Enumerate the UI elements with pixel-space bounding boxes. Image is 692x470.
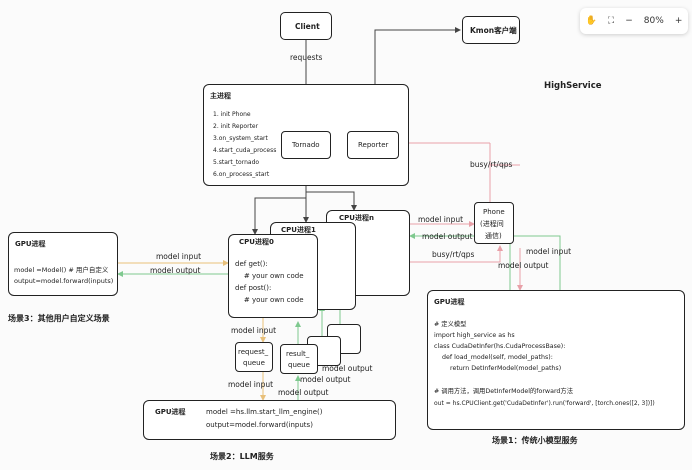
main-step-3: 3.on_system_start bbox=[213, 135, 268, 142]
tornado-node[interactable]: Tornado bbox=[281, 131, 331, 159]
phone-line-1: Phone bbox=[483, 208, 505, 216]
gpu-custom-line-1: model =Model() # 用户自定义 bbox=[14, 266, 109, 274]
scene3-caption: 场景3：其他用户自定义场景 bbox=[8, 314, 110, 323]
client-node[interactable]: Client bbox=[280, 12, 332, 40]
gpu-code-line-7: # 调用方法，调用DetInferModel的forward方法 bbox=[434, 388, 574, 395]
fit-screen-icon[interactable]: ⛶ bbox=[607, 16, 615, 26]
main-step-2: 2. init Reporter bbox=[213, 123, 259, 130]
gpu-code-line-4: def load_model(self, model_paths): bbox=[434, 354, 553, 361]
client-label: Client bbox=[295, 22, 320, 31]
phone-gpu-input-label: model input bbox=[526, 247, 572, 256]
requests-label: requests bbox=[290, 53, 323, 62]
gpu-llm-title: GPU进程 bbox=[155, 408, 186, 416]
result-queue[interactable]: result_ queue bbox=[280, 344, 318, 374]
kmon-node[interactable]: Kmon客户端 bbox=[462, 16, 520, 44]
reporter-node[interactable]: Reporter bbox=[347, 131, 399, 159]
gpu-llm-line-1: model =hs.llm.start_llm_engine() bbox=[206, 408, 323, 416]
zoom-out-button[interactable]: − bbox=[625, 16, 633, 26]
cpu-code-line-3: def post(): bbox=[235, 284, 272, 292]
tornado-label: Tornado bbox=[292, 141, 320, 149]
custom-output-label: model output bbox=[150, 266, 201, 275]
phone-line-2: (进程间 bbox=[480, 220, 504, 228]
scene1-caption: 场景1：传统小模型服务 bbox=[492, 436, 578, 445]
scene2-caption: 场景2：LLM服务 bbox=[210, 452, 274, 461]
reporter-label: Reporter bbox=[358, 141, 389, 149]
hand-tool-icon[interactable]: ✋ bbox=[585, 16, 597, 26]
gpu-code-line-2: import high_service as hs bbox=[434, 332, 515, 339]
cpu-phone-output-label: model output bbox=[422, 232, 473, 241]
gpu-custom-line-2: output=model.forward(inputs) bbox=[14, 277, 114, 285]
main-process-box[interactable]: 主进程 1. init Phone 2. init Reporter 3.on_… bbox=[203, 84, 409, 186]
zoom-toolbar: ✋ ⛶ − 80% + bbox=[580, 8, 688, 34]
gpu-process-custom[interactable]: GPU进程 model =Model() # 用户自定义 output=mode… bbox=[8, 232, 118, 296]
phone-node[interactable]: Phone (进程间 通信) bbox=[474, 202, 514, 244]
llm-input-label: model input bbox=[228, 380, 274, 389]
phone-line-3: 通信) bbox=[485, 232, 502, 240]
busy-rt-qps-label-bottom: busy/rt/qps bbox=[432, 250, 475, 259]
main-process-title: 主进程 bbox=[210, 92, 231, 100]
cpu-n-title: CPU进程n bbox=[339, 214, 374, 222]
cpu-process-0[interactable]: CPU进程0 def get(): # your own code def po… bbox=[228, 234, 318, 318]
gpu-process-llm[interactable]: GPU进程 model =hs.llm.start_llm_engine() o… bbox=[143, 400, 396, 440]
kmon-label: Kmon客户端 bbox=[470, 26, 517, 35]
gpu-code-line-5: return DetInferModel(model_paths) bbox=[434, 365, 562, 372]
result-queue-line-2: queue bbox=[288, 361, 310, 369]
llm-output-label-2: model output bbox=[300, 375, 351, 384]
request-queue[interactable]: request_ queue bbox=[235, 342, 273, 372]
main-step-4: 4.start_cuda_process bbox=[213, 147, 277, 154]
cpu-code-line-2: # your own code bbox=[235, 272, 304, 280]
gpu-code-line-1: # 定义模型 bbox=[434, 321, 467, 328]
highservice-title: HighService bbox=[544, 81, 602, 91]
main-step-1: 1. init Phone bbox=[213, 111, 251, 118]
cpu-code-line-4: # your own code bbox=[235, 296, 304, 304]
gpu-small-title: GPU进程 bbox=[434, 298, 465, 306]
custom-input-label: model input bbox=[156, 252, 202, 261]
cpu-phone-input-label: model input bbox=[418, 215, 464, 224]
gpu-process-small-model[interactable]: GPU进程 # 定义模型 import high_service as hs c… bbox=[427, 290, 685, 430]
gpu-code-line-3: class CudaDetInfer(hs.CudaProcessBase): bbox=[434, 343, 566, 350]
main-step-5: 5.start_tornado bbox=[213, 159, 260, 166]
llm-output-label-3: model output bbox=[278, 388, 329, 397]
gpu-code-line-8: out = hs.CPUClient.get('CudaDetInfer').r… bbox=[434, 400, 655, 407]
main-step-6: 6.on_process_start bbox=[213, 171, 270, 178]
cpu-0-title: CPU进程0 bbox=[239, 238, 274, 246]
cpu-1-title: CPU进程1 bbox=[281, 226, 316, 234]
queue-input-label: model input bbox=[231, 326, 277, 335]
zoom-in-button[interactable]: + bbox=[674, 16, 683, 26]
zoom-level: 80% bbox=[643, 16, 664, 26]
request-queue-line-1: request_ bbox=[238, 348, 269, 356]
result-queue-line-1: result_ bbox=[286, 350, 310, 358]
gpu-custom-title: GPU进程 bbox=[15, 240, 46, 248]
gpu-llm-line-2: output=model.forward(inputs) bbox=[206, 421, 313, 429]
request-queue-line-2: queue bbox=[243, 359, 265, 367]
phone-gpu-output-label: model output bbox=[498, 261, 549, 270]
cpu-code-line-1: def get(): bbox=[235, 260, 268, 268]
llm-output-label-1: model output bbox=[322, 364, 373, 373]
busy-rt-qps-label-top: busy/rt/qps bbox=[470, 160, 513, 169]
